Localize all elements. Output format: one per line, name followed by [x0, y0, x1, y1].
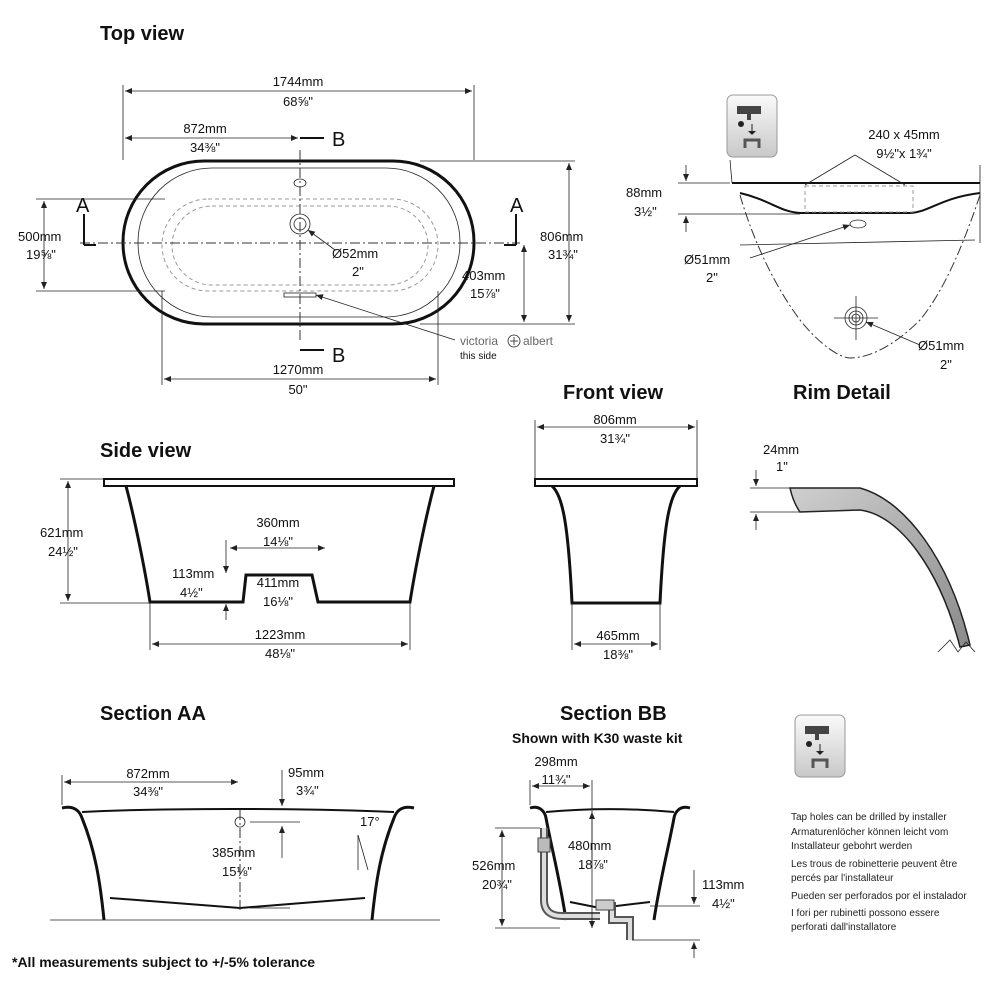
rim-profile-shape [789, 487, 971, 648]
brand-note: this side [460, 351, 497, 362]
section-aa-title: Section AA [100, 703, 206, 725]
floor-width-mm: 500mm [18, 229, 61, 244]
front-width-in: 31¾" [600, 431, 630, 446]
rim-thickness-mm: 24mm [763, 442, 799, 457]
section-bb-inner-in: 18⅞" [578, 857, 608, 872]
inner-length-mm: 1270mm [273, 362, 324, 377]
note-line-3: Installateur gebohrt werden [791, 841, 912, 852]
waste-diameter-mm: Ø52mm [332, 246, 378, 261]
step-base-mm: 411mm [257, 575, 299, 590]
section-bb-waste-mm: 113mm [702, 877, 744, 892]
offset-in: 15⅞" [470, 286, 500, 301]
note-line-5: percés par l'installateur [791, 873, 894, 884]
side-height-in: 24½" [48, 544, 78, 559]
side-base-in: 48⅛" [265, 646, 295, 661]
rim-detail-drawing: 24mm 1" [750, 442, 976, 653]
overflow-diameter-mm: Ø51mm [684, 252, 730, 267]
section-bb-top-mm: 298mm [534, 754, 577, 769]
section-a-right-label: A [510, 195, 524, 217]
inner-length-in: 50" [288, 382, 307, 397]
tap-slot-size-in: 9½"x 1¾" [876, 146, 932, 161]
waste-diameter-detail-mm: Ø51mm [918, 338, 964, 353]
step-base-in: 16⅛" [263, 594, 293, 609]
section-aa-depth-mm: 385mm [212, 845, 255, 860]
section-aa-left-wall [61, 805, 106, 921]
side-view-title: Side view [100, 440, 192, 462]
side-body-outline [124, 485, 436, 604]
section-a-left-label: A [76, 195, 90, 217]
section-aa-depth-in: 15⅛" [222, 864, 252, 879]
floor-width-in: 19⅝" [26, 247, 56, 262]
side-rim [103, 478, 455, 487]
step-top-in: 14⅛" [263, 534, 293, 549]
section-aa-half-mm: 872mm [126, 766, 169, 781]
width-mm: 806mm [540, 229, 583, 244]
overflow-diameter-in: 2" [706, 270, 718, 285]
front-base-mm: 465mm [596, 628, 639, 643]
brand-plus-icon [507, 334, 521, 348]
section-bb-drawing: 298mm 11¾" 526mm 20¾" 480mm 18⅞" 113mm 4… [472, 754, 744, 958]
length-mm: 1744mm [273, 74, 324, 89]
waste-diameter-in: 2" [352, 264, 364, 279]
section-aa-right-wall [370, 805, 415, 921]
step-top-mm: 360mm [256, 515, 299, 530]
half-length-mm: 872mm [183, 121, 226, 136]
length-in: 68⅝" [283, 94, 313, 109]
offset-mm: 403mm [462, 268, 505, 283]
front-width-mm: 806mm [593, 412, 636, 427]
note-line-8: perforati dall'installatore [791, 922, 897, 933]
tap-slot-size-mm: 240 x 45mm [868, 127, 940, 142]
front-view-title: Front view [563, 382, 663, 404]
section-bb-waste-in: 4½" [712, 896, 735, 911]
tolerance-footnote: *All measurements subject to +/-5% toler… [12, 954, 315, 970]
front-view-drawing: 806mm 31¾" 465mm 18⅜" [534, 412, 698, 662]
note-line-4: Les trous de robinetterie peuvent être [791, 859, 958, 870]
section-b-top-label: B [332, 129, 345, 151]
step-height-mm: 113mm [172, 566, 214, 581]
section-b-bottom-label: B [332, 345, 345, 367]
waste-diameter-detail-in: 2" [940, 357, 952, 372]
brand-victoria: victoria [460, 334, 498, 348]
section-bb-inner-mm: 480mm [568, 838, 611, 853]
rim-detail-title: Rim Detail [793, 382, 891, 404]
section-bb-subtitle: Shown with K30 waste kit [512, 730, 683, 746]
section-bb-height-mm: 526mm [472, 858, 515, 873]
section-aa-rim-mm: 95mm [288, 765, 324, 780]
step-height-in: 4½" [180, 585, 203, 600]
note-line-7: I fori per rubinetti possono essere [791, 908, 940, 919]
tap-hole-note: Tap holes can be drilled by installer Ar… [791, 714, 967, 933]
section-aa-half-in: 34⅜" [133, 784, 163, 799]
tap-hole-detail: 240 x 45mm 9½"x 1¾" 88mm 3½" Ø51mm 2" Ø5… [626, 94, 981, 372]
top-view-title: Top view [100, 23, 185, 45]
section-bb-left-wall [529, 805, 568, 921]
section-aa-drawing: 872mm 34⅜" 95mm 3¾" 385mm 15⅛" 17° [50, 765, 440, 921]
width-in: 31¾" [548, 247, 578, 262]
note-line-1: Tap holes can be drilled by installer [791, 812, 947, 823]
rim-thickness-in: 1" [776, 459, 788, 474]
section-bb-top-in: 11¾" [542, 772, 571, 787]
side-base-mm: 1223mm [255, 627, 306, 642]
section-bb-height-in: 20¾" [482, 877, 512, 892]
half-length-in: 34⅜" [190, 140, 220, 155]
section-aa-angle: 17° [360, 814, 380, 829]
side-view-drawing: 621mm 24½" 360mm 14⅛" 411mm 16⅛" 113mm 4… [40, 478, 455, 661]
top-view-drawing: A A B B 1744mm 68⅝" 872mm 34⅜" 806mm 31¾… [18, 74, 583, 397]
note-line-6: Pueden ser perforados por el instalador [791, 891, 967, 902]
section-aa-rim-in: 3¾" [296, 783, 319, 798]
side-height-mm: 621mm [40, 525, 83, 540]
section-bb-right-wall [652, 805, 691, 921]
section-bb-title: Section BB [560, 703, 667, 725]
brand-albert: albert [523, 334, 554, 348]
note-line-2: Armaturenlöcher können leicht vom [791, 827, 948, 838]
front-body-outline [550, 484, 682, 605]
rim-depth-in: 3½" [634, 204, 657, 219]
tap-slot-outline [804, 185, 914, 213]
overflow-hole-icon-detail [849, 219, 867, 229]
front-base-in: 18⅜" [603, 647, 633, 662]
rim-depth-mm: 88mm [626, 185, 662, 200]
